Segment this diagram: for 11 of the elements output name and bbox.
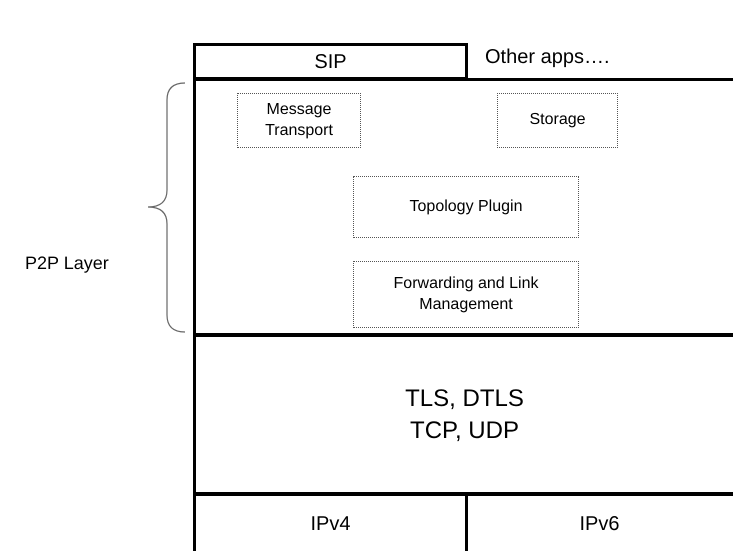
layer-box: TLS, DTLS TCP, UDP xyxy=(193,334,733,495)
layer-box: IPv6 xyxy=(466,493,733,551)
layer-label: P2P Layer xyxy=(25,253,109,274)
layer-box: SIP xyxy=(193,43,468,80)
layer-band xyxy=(193,78,733,336)
module-box: Topology Plugin xyxy=(353,176,579,238)
layer-box: IPv4 xyxy=(193,493,468,551)
module-box: Message Transport xyxy=(237,93,361,148)
module-box: Storage xyxy=(497,93,618,148)
label-text: Other apps…. xyxy=(485,46,610,69)
module-box: Forwarding and Link Management xyxy=(353,261,579,328)
